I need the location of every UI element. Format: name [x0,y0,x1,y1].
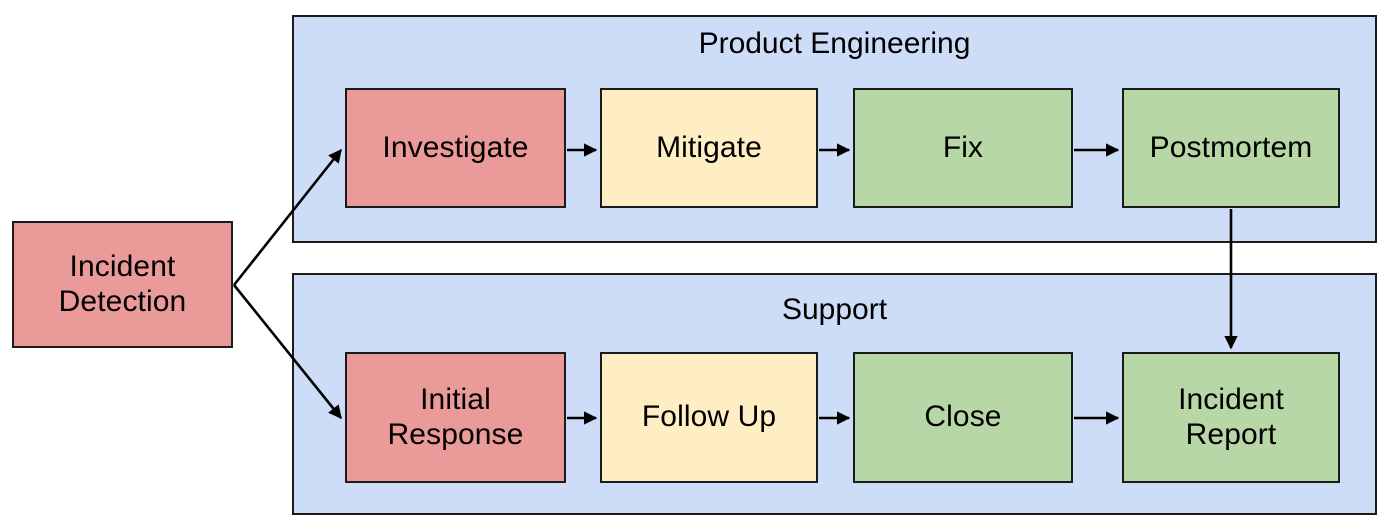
node-incident-report[interactable]: Incident Report [1122,352,1340,483]
node-postmortem[interactable]: Postmortem [1122,88,1340,208]
node-mitigate[interactable]: Mitigate [600,88,818,208]
node-follow-up[interactable]: Follow Up [600,352,818,483]
node-initial-response[interactable]: Initial Response [345,352,566,483]
node-close[interactable]: Close [853,352,1073,483]
group-support-label: Support [781,293,888,326]
node-fix[interactable]: Fix [853,88,1073,208]
group-product-engineering-label: Product Engineering [698,27,971,60]
edge-detection-initial-response [232,284,343,420]
node-investigate[interactable]: Investigate [345,88,566,208]
node-incident-detection[interactable]: Incident Detection [12,221,233,348]
edge-detection-investigate [232,148,343,286]
